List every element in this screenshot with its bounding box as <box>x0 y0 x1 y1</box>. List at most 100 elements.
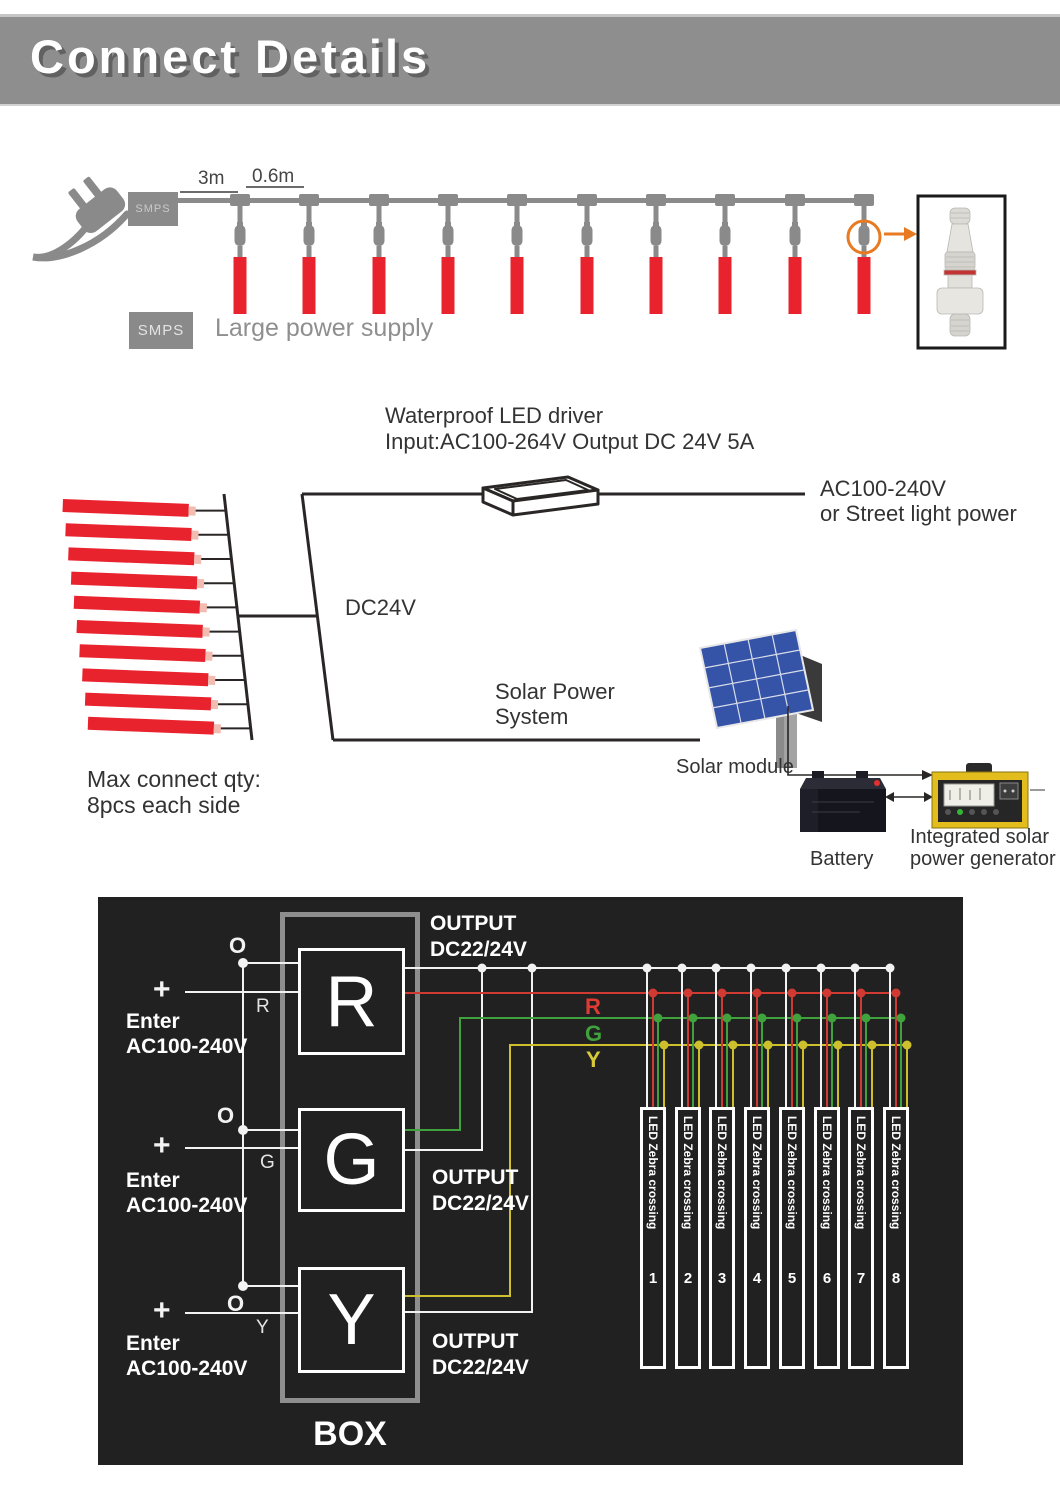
neutral-o-label: O <box>227 1291 245 1316</box>
inline-connector-icon <box>789 225 801 246</box>
led-tube <box>233 257 247 314</box>
dc24v-label: DC24V <box>345 595 416 620</box>
inline-connector-icon <box>234 225 246 246</box>
driver-spec: Input:AC100-264V Output DC 24V 5A <box>385 429 755 454</box>
smps-legend-box <box>129 312 193 349</box>
led-tube-branch <box>76 620 240 638</box>
zebra-bar-number: 4 <box>752 1270 762 1287</box>
connector-photo <box>916 194 1007 350</box>
led-tube-branch <box>70 571 235 590</box>
zebra-bar-number: 3 <box>717 1270 727 1287</box>
smps-box <box>128 192 178 226</box>
inline-connector-icon <box>373 225 385 246</box>
light-drop <box>299 194 319 314</box>
neutral-o-label: O <box>229 933 247 958</box>
max-qty-label-2: 8pcs each side <box>87 792 241 818</box>
power-plug-icon <box>32 176 131 262</box>
zebra-bar: LED Zebra crossing 8 <box>883 1107 909 1369</box>
light-drop <box>646 194 666 314</box>
light-drop <box>507 194 527 314</box>
inline-connector-icon <box>581 225 593 246</box>
panel-wiring <box>185 958 912 1314</box>
generator-label-2: power generator <box>910 848 1056 870</box>
led-tube-branch <box>68 547 232 566</box>
bus-label-r: R <box>585 994 601 1019</box>
zebra-bar-number: 1 <box>648 1270 658 1287</box>
light-drop <box>369 194 389 314</box>
arrow-to-generator <box>922 770 933 780</box>
bus-label-y: Y <box>586 1047 601 1072</box>
solar-module-label: Solar module <box>676 756 794 778</box>
dimension-lines <box>180 186 304 193</box>
bus-label-g: G <box>585 1021 603 1046</box>
arrow-right <box>924 792 933 802</box>
controller-box-y: Y <box>298 1267 405 1373</box>
led-tube-branch <box>73 595 237 614</box>
solar-module-icon <box>698 628 822 768</box>
led-tube <box>788 257 802 314</box>
light-drop <box>230 194 250 314</box>
smps-legend-label: SMPS <box>137 322 185 339</box>
zebra-bar-label: LED Zebra crossing <box>785 1116 799 1230</box>
zebra-feed-column <box>642 963 669 1109</box>
inline-connector-icon <box>442 225 454 246</box>
live-plus-sign: + <box>153 1129 171 1162</box>
led-tube <box>510 257 524 314</box>
header-bar: Connect Details <box>0 14 1060 106</box>
ac-power-label-1: AC100-240V <box>820 476 946 501</box>
dim-06m-label: 0.6m <box>252 166 295 187</box>
generator-icon <box>931 763 1045 829</box>
led-tube-branch <box>65 523 229 542</box>
phase-label-g: G <box>260 1152 275 1173</box>
zebra-feed-column <box>711 963 738 1109</box>
led-tube-branch <box>79 644 243 663</box>
zebra-bar-label: LED Zebra crossing <box>715 1116 729 1230</box>
legend-text: Large power supply <box>215 314 434 342</box>
led-tube-branch <box>82 668 246 687</box>
controller-box-g: G <box>298 1108 405 1212</box>
led-tube-branch <box>62 498 226 517</box>
page-title: Connect Details <box>30 30 431 83</box>
zebra-bar: LED Zebra crossing 1 <box>640 1107 666 1369</box>
ac-power-label-2: or Street light power <box>820 501 1017 526</box>
box-label: BOX <box>313 1415 387 1453</box>
led-tube-branch <box>84 692 248 711</box>
zebra-bar-label: LED Zebra crossing <box>854 1116 868 1230</box>
solar-system-label-2: System <box>495 704 569 729</box>
live-plus-sign: + <box>153 1294 171 1327</box>
led-tube <box>718 257 732 314</box>
zebra-bar-label: LED Zebra crossing <box>889 1116 903 1230</box>
smps-box-label: SMPS <box>135 203 171 215</box>
generator-label-1: Integrated solar <box>910 826 1049 848</box>
inline-connector-icon <box>858 225 870 246</box>
zebra-bar-label: LED Zebra crossing <box>820 1116 834 1230</box>
dim-3m-label: 3m <box>198 168 225 189</box>
zebra-bar-number: 8 <box>891 1270 901 1287</box>
led-tube <box>649 257 663 314</box>
zebra-feed-column <box>677 963 704 1109</box>
zebra-bar-number: 5 <box>787 1270 797 1287</box>
control-box-outline <box>280 912 420 1403</box>
led-tube <box>857 257 871 314</box>
zebra-bar-label: LED Zebra crossing <box>750 1116 764 1230</box>
light-drop <box>438 194 458 314</box>
zebra-bar: LED Zebra crossing 4 <box>744 1107 770 1369</box>
max-qty-label-1: Max connect qty: <box>87 766 261 792</box>
inline-connector-icon <box>511 225 523 246</box>
zebra-feed-column <box>746 963 773 1109</box>
live-plus-sign: + <box>153 973 171 1006</box>
phase-label-r: R <box>256 996 270 1017</box>
led-driver-icon <box>481 475 600 517</box>
solar-wiring <box>787 706 926 798</box>
zebra-bar: LED Zebra crossing 5 <box>779 1107 805 1369</box>
zebra-bar-label: LED Zebra crossing <box>646 1116 660 1230</box>
